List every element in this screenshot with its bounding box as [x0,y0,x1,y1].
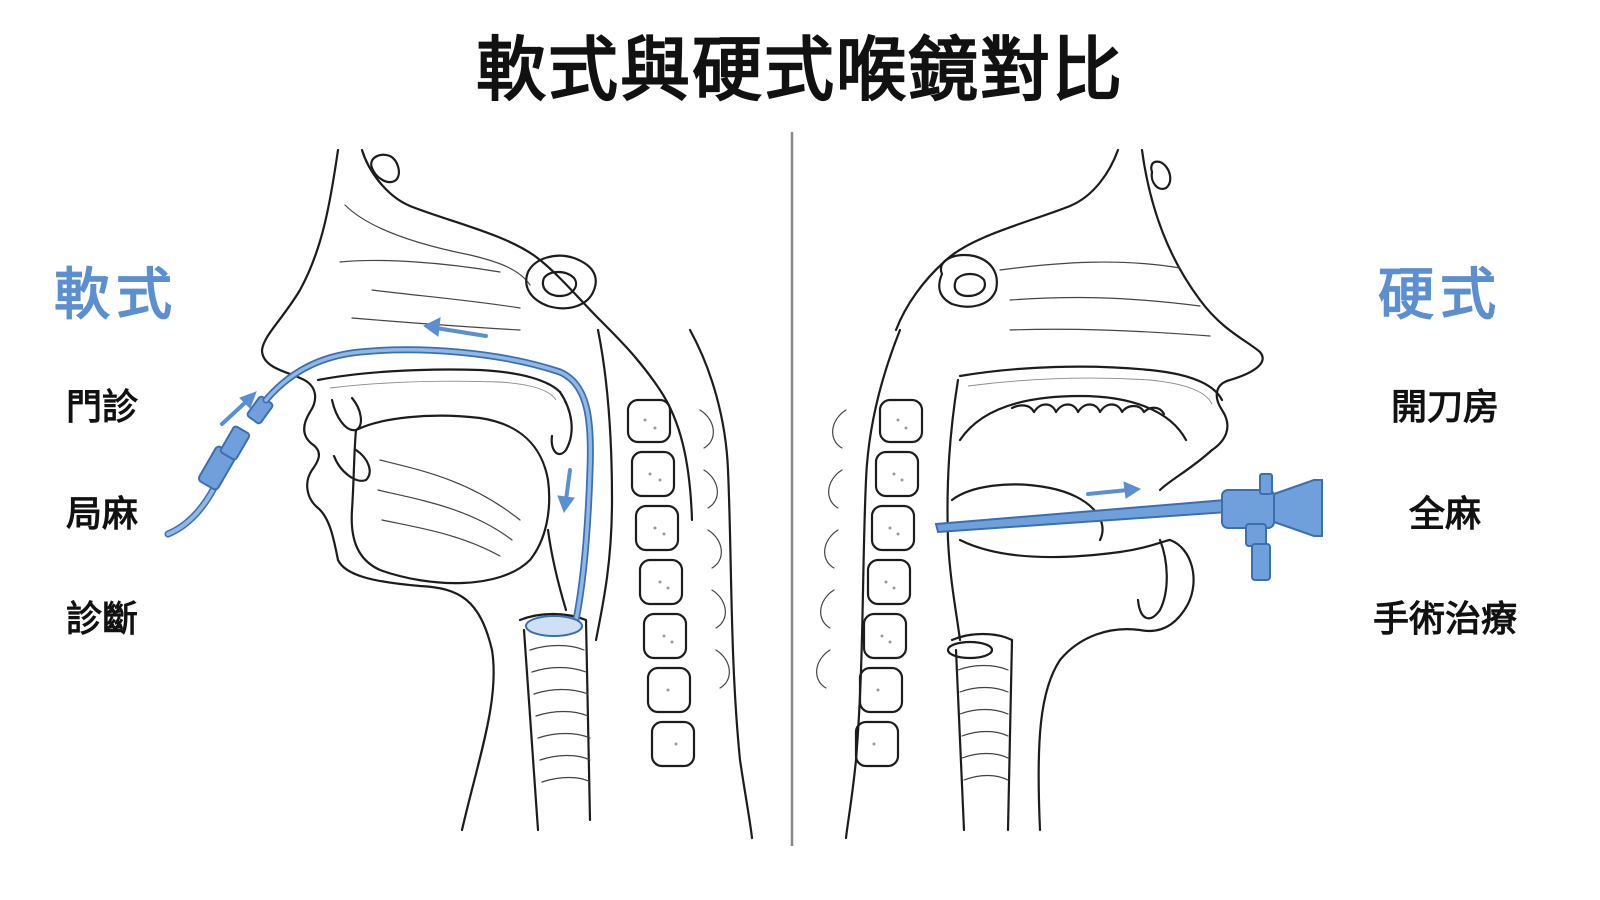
rigid-scope-icon [934,473,1323,581]
rigid-heading: 硬式 [1378,263,1502,328]
right-direction-arrow [1086,481,1142,499]
left-head-anatomy-icon [260,148,754,840]
flexible-item-anesthesia: 局麻 [66,494,139,535]
flexible-scope-icon [164,346,594,637]
rigid-item-setting: 開刀房 [1390,387,1499,428]
rigid-item-purpose: 手術治療 [1372,599,1517,640]
page-title: 軟式與硬式喉鏡對比 [476,29,1124,111]
flexible-item-setting: 門診 [66,387,139,428]
right-head-anatomy-icon [816,148,1264,840]
left-direction-arrows [220,317,575,514]
flexible-heading: 軟式 [54,263,178,328]
rigid-item-anesthesia: 全麻 [1408,494,1481,535]
flexible-item-purpose: 診斷 [66,599,139,640]
